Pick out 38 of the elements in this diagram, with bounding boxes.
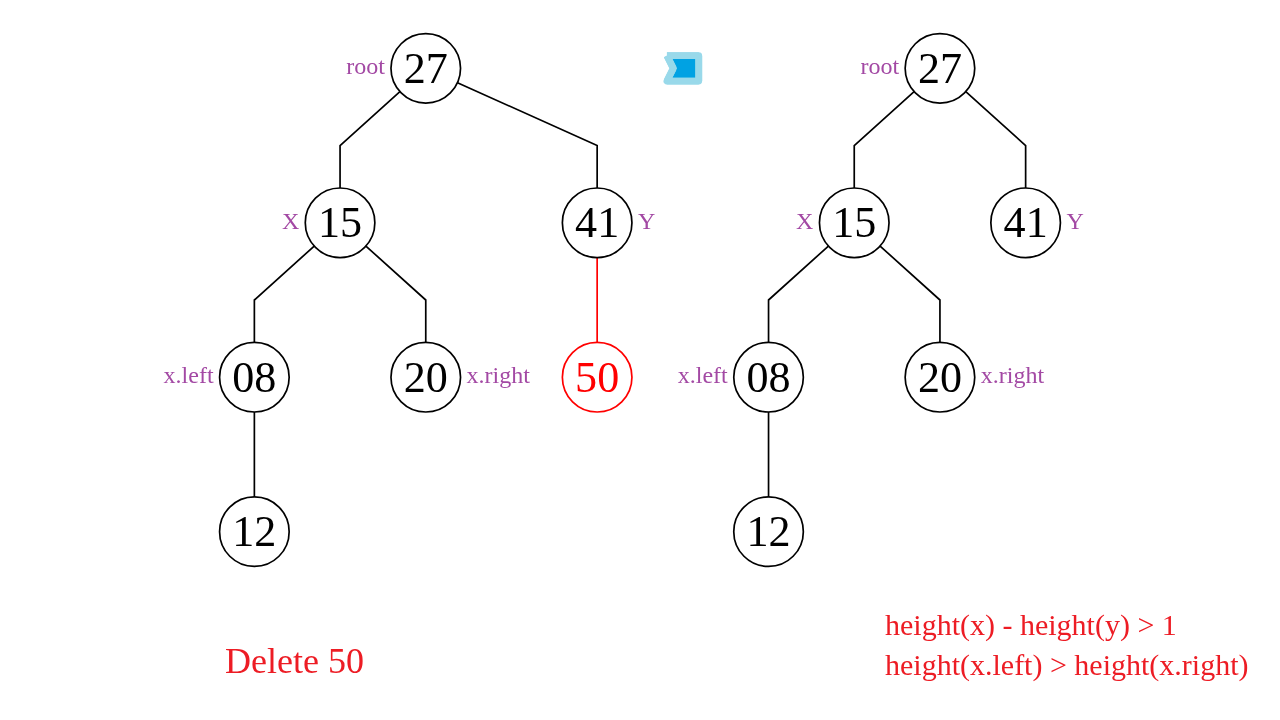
tree-edge	[596, 256, 598, 344]
tree-node-circle: 15	[818, 187, 890, 259]
tree-node-circle: 27	[904, 32, 976, 104]
tree-node-circle: 08	[218, 341, 290, 413]
node-annotation: root	[860, 54, 900, 79]
node-annotation: X	[281, 208, 300, 233]
tree-edge	[767, 245, 830, 344]
tree-edge	[253, 245, 316, 344]
tree-edge	[253, 411, 256, 498]
tree-edge	[456, 81, 598, 189]
tree-node-circle: 27	[390, 32, 462, 104]
tree-edge	[853, 90, 915, 189]
transition-arrow	[663, 52, 703, 85]
tree-node-circle: 20	[904, 341, 976, 413]
tree-node-circle: 08	[732, 341, 805, 413]
node-annotation: x.right	[980, 363, 1045, 388]
caption-text: Delete 50	[225, 640, 364, 682]
tree-node-circle: 20	[390, 341, 462, 413]
tree-node-circle: 12	[732, 496, 805, 568]
tree-edge	[879, 245, 941, 344]
condition-text: height(x.left) > height(x.right)	[885, 648, 1249, 682]
node-annotation: X	[796, 208, 814, 233]
tree-node-circle: 12	[218, 496, 290, 568]
tree-edge	[365, 245, 427, 344]
node-annotation: Y	[637, 208, 656, 233]
node-annotation: root	[346, 54, 385, 79]
node-annotation: x.right	[466, 363, 530, 388]
tree-node-circle: 15	[304, 187, 376, 259]
node-annotation: Y	[1066, 208, 1084, 233]
tree-node-circle: 41	[990, 187, 1062, 259]
tree-edge	[767, 411, 770, 498]
tree-edge	[339, 90, 401, 189]
tree-edge	[964, 90, 1027, 189]
tree-node-circle: 41	[561, 187, 633, 259]
tree-node-circle: 50	[561, 341, 633, 413]
node-annotation: x.left	[163, 363, 214, 388]
node-annotation: x.left	[677, 363, 728, 388]
condition-text: height(x) - height(y) > 1	[885, 608, 1177, 642]
